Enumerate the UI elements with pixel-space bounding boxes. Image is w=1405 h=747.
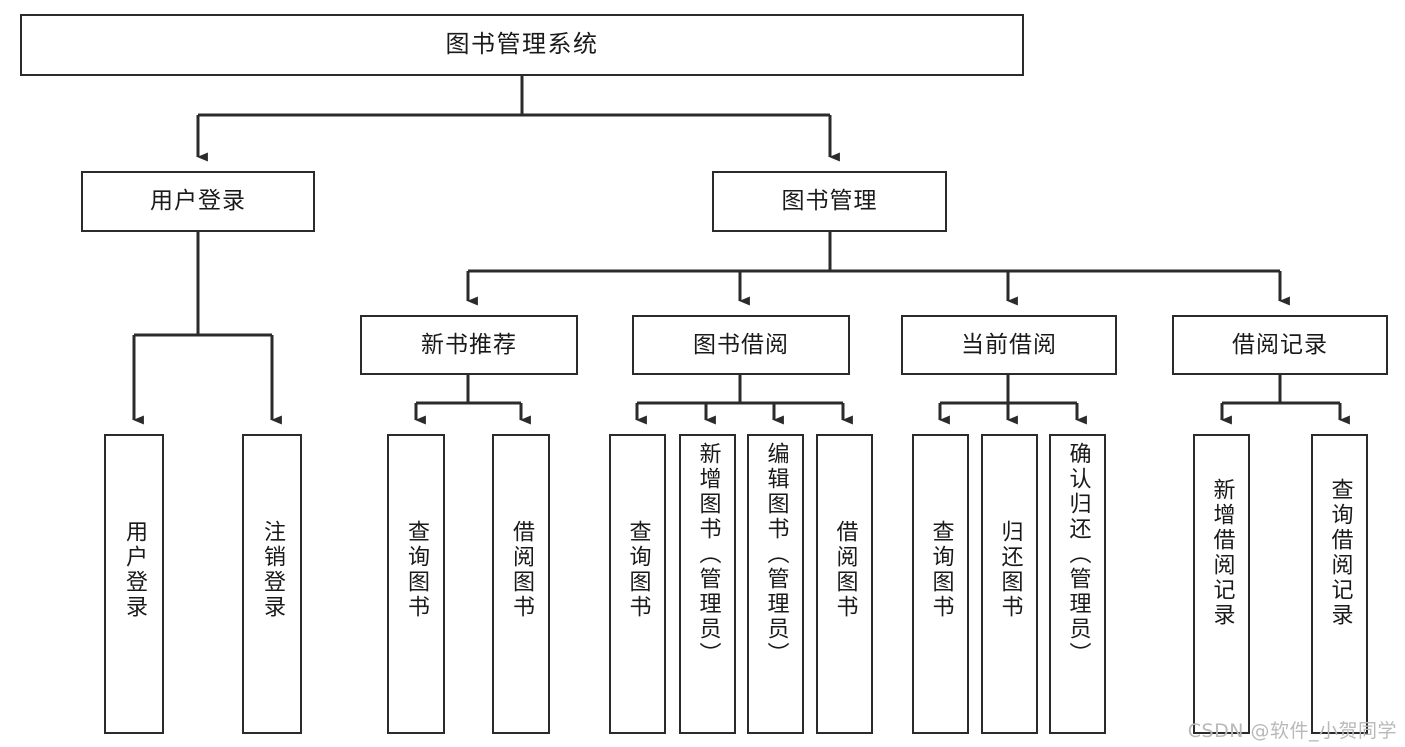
- node-leaf-query-book-3[interactable]: 查询图书: [912, 434, 969, 734]
- node-leaf-add-record[interactable]: 新增借阅记录: [1193, 434, 1250, 734]
- node-leaf-query-record[interactable]: 查询借阅记录: [1311, 434, 1368, 734]
- node-leaf-query-book-1[interactable]: 查询图书: [387, 434, 445, 734]
- node-leaf-user-login[interactable]: 用户登录: [104, 434, 164, 734]
- node-root-label: 图书管理系统: [445, 30, 599, 59]
- node-current-borrow-label: 当前借阅: [961, 331, 1057, 358]
- node-leaf-query-book-1-label: 查询图书: [404, 520, 429, 620]
- node-leaf-logout[interactable]: 注销登录: [242, 434, 302, 734]
- node-leaf-add-book[interactable]: 新增图书（管理员）: [679, 434, 736, 734]
- node-leaf-query-record-label: 查询借阅记录: [1327, 478, 1353, 628]
- node-leaf-return-book-label: 归还图书: [997, 520, 1023, 620]
- node-leaf-query-book-2[interactable]: 查询图书: [609, 434, 666, 734]
- node-leaf-query-book-3-label: 查询图书: [928, 520, 954, 620]
- node-leaf-borrow-book-2[interactable]: 借阅图书: [816, 434, 873, 734]
- node-leaf-confirm-return[interactable]: 确认归还（管理员）: [1049, 434, 1106, 734]
- node-borrow-record-label: 借阅记录: [1232, 331, 1328, 358]
- node-leaf-edit-book-label: 编辑图书（管理员）: [763, 442, 789, 667]
- node-leaf-borrow-book-1-label: 借阅图书: [509, 520, 534, 620]
- node-user-login[interactable]: 用户登录: [81, 171, 315, 232]
- node-borrow-record[interactable]: 借阅记录: [1172, 315, 1388, 375]
- node-leaf-query-book-2-label: 查询图书: [625, 520, 651, 620]
- node-book-manage[interactable]: 图书管理: [712, 171, 947, 232]
- node-leaf-borrow-book-1[interactable]: 借阅图书: [492, 434, 550, 734]
- node-book-borrow[interactable]: 图书借阅: [632, 315, 850, 375]
- node-current-borrow[interactable]: 当前借阅: [901, 315, 1117, 375]
- node-new-book-rec-label: 新书推荐: [421, 331, 517, 358]
- node-leaf-edit-book[interactable]: 编辑图书（管理员）: [747, 434, 804, 734]
- node-root[interactable]: 图书管理系统: [20, 14, 1024, 76]
- node-user-login-label: 用户登录: [150, 188, 246, 215]
- node-book-manage-label: 图书管理: [781, 188, 878, 215]
- node-book-borrow-label: 图书借阅: [693, 331, 789, 358]
- node-leaf-user-login-label: 用户登录: [122, 520, 147, 620]
- node-leaf-add-record-label: 新增借阅记录: [1209, 478, 1235, 628]
- node-leaf-logout-label: 注销登录: [260, 520, 285, 620]
- node-leaf-return-book[interactable]: 归还图书: [981, 434, 1038, 734]
- node-leaf-add-book-label: 新增图书（管理员）: [695, 442, 721, 667]
- node-leaf-borrow-book-2-label: 借阅图书: [832, 520, 858, 620]
- node-new-book-rec[interactable]: 新书推荐: [360, 315, 578, 375]
- node-leaf-confirm-return-label: 确认归还（管理员）: [1065, 442, 1091, 667]
